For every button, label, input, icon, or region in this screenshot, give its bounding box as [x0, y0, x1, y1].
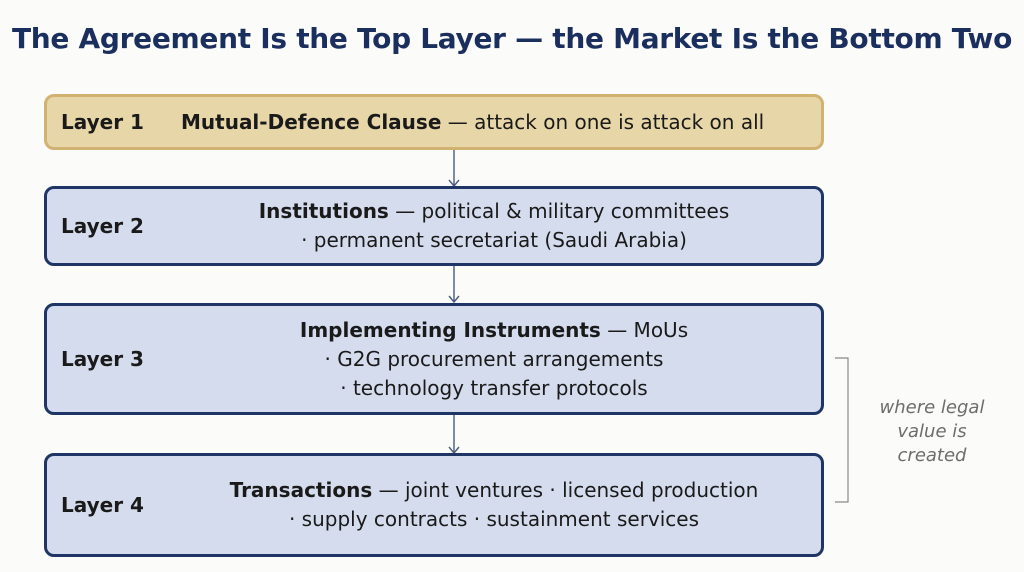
layer-1-line-1: Mutual-Defence Clause — attack on one is… — [181, 108, 764, 137]
layer-2-heading: Institutions — [258, 199, 389, 223]
layer-3-label: Layer 3 — [61, 347, 144, 371]
layer-2-line-1: Institutions — political & military comm… — [259, 197, 730, 226]
annotation-line-2: value is created — [897, 421, 967, 466]
bracket-annotation: where legal value is created — [862, 396, 1002, 468]
layer-3-text-3: · technology transfer protocols — [340, 375, 648, 400]
layer-2-box: Layer 2 Institutions — political & milit… — [44, 186, 824, 266]
diagram-title: The Agreement Is the Top Layer — the Mar… — [11, 22, 1013, 55]
layer-4-label: Layer 4 — [61, 493, 144, 517]
layer-3-box: Layer 3 Implementing Instruments — MoUs … — [44, 303, 824, 415]
layer-4-line-1: Transactions — joint ventures · licensed… — [230, 476, 759, 505]
arrow-1-to-2 — [448, 150, 460, 188]
layer-4-text: — joint ventures · licensed production — [372, 478, 759, 502]
layer-1-body: Mutual-Defence Clause — attack on one is… — [181, 97, 811, 147]
layer-3-text: — MoUs — [600, 317, 689, 342]
layer-4-heading: Transactions — [229, 478, 373, 502]
layer-1-text: — attack on one is attack on all — [441, 109, 765, 134]
layer-4-text-2: · supply contracts · sustainment service… — [288, 507, 700, 531]
layer-4-box: Layer 4 Transactions — joint ventures · … — [44, 453, 824, 557]
bracket-layers-3-4 — [835, 357, 849, 503]
layer-2-body: Institutions — political & military comm… — [177, 189, 811, 263]
layer-3-line-1: Implementing Instruments — MoUs — [300, 316, 688, 345]
arrow-3-to-4 — [448, 415, 460, 455]
layer-3-line-3: · technology transfer protocols — [340, 374, 647, 403]
layer-2-label: Layer 2 — [61, 214, 144, 238]
layer-4-line-2: · supply contracts · sustainment service… — [289, 505, 699, 534]
layer-2-text-2: · permanent secretariat (Saudi Arabia) — [301, 228, 687, 252]
arrow-2-to-3 — [448, 266, 460, 304]
layer-1-label: Layer 1 — [61, 110, 144, 134]
layer-3-text-2: · G2G procurement arrangements — [324, 346, 664, 371]
layer-3-line-2: · G2G procurement arrangements — [325, 345, 664, 374]
layer-3-body: Implementing Instruments — MoUs · G2G pr… — [177, 306, 811, 412]
layer-1-box: Layer 1 Mutual-Defence Clause — attack o… — [44, 94, 824, 150]
layer-2-line-2: · permanent secretariat (Saudi Arabia) — [301, 226, 687, 255]
layer-1-heading: Mutual-Defence Clause — [181, 109, 442, 134]
annotation-line-1: where legal — [879, 397, 985, 418]
layer-4-body: Transactions — joint ventures · licensed… — [177, 456, 811, 554]
layer-2-text: — political & military committees — [388, 199, 730, 223]
layer-3-heading: Implementing Instruments — [299, 317, 601, 342]
